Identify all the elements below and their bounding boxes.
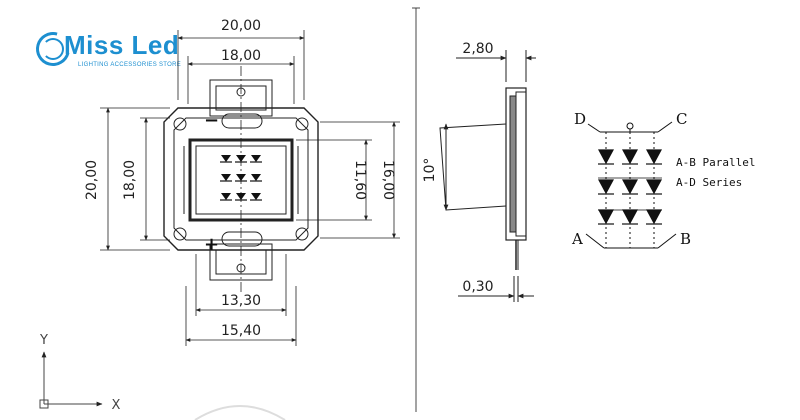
dim-base: 0,30	[462, 279, 493, 295]
diode-symbol	[645, 209, 663, 225]
corner-hole-tl	[173, 117, 187, 131]
package-inner-edge	[173, 117, 309, 241]
electrode-slot-bottom	[221, 231, 263, 247]
dim-thickness: 2,80	[462, 41, 493, 57]
led-chip	[221, 193, 231, 200]
led-chip	[236, 155, 246, 162]
side-substrate	[509, 95, 517, 233]
front-view	[163, 66, 319, 294]
axis-y-label: Y	[39, 333, 48, 348]
diode-symbol	[597, 209, 615, 225]
led-chip	[251, 155, 261, 162]
side-view	[439, 50, 536, 302]
note-parallel: A-B Parallel	[676, 156, 755, 169]
dim-window-height: 11,60	[352, 160, 368, 200]
emission-angle-outline	[439, 123, 507, 211]
bottom-pad-outline	[209, 243, 273, 281]
dim-inner-width: 18,00	[221, 48, 261, 64]
axis-x-label: X	[112, 398, 121, 413]
brand-logo: Miss Led LIGHTING ACCESSORIES STORE	[29, 25, 186, 80]
led-chip	[251, 193, 261, 200]
logo-tagline: LIGHTING ACCESSORIES STORE	[78, 62, 182, 68]
package-body	[163, 107, 319, 251]
diode-symbol	[621, 179, 639, 195]
logo-inner-ring-icon	[42, 38, 64, 60]
axis-origin	[39, 399, 49, 409]
led-chip	[221, 174, 231, 181]
circuit-label-d: D	[574, 110, 586, 128]
dim-window-width: 13,30	[221, 293, 261, 309]
diode-symbol	[597, 179, 615, 195]
minus-sign: −	[204, 110, 219, 131]
led-chip	[236, 174, 246, 181]
electrode-slot-top	[221, 113, 263, 129]
diode-symbol	[621, 209, 639, 225]
axis-indicator	[39, 351, 103, 409]
led-chip-array	[220, 155, 262, 201]
watermark-arc	[194, 405, 286, 420]
diode-symbol	[645, 149, 663, 165]
emission-angle: 10°	[422, 158, 438, 183]
led-chip	[221, 155, 231, 162]
dim-pad-height: 16,00	[380, 160, 396, 200]
corner-hole-bl	[173, 227, 187, 241]
led-chip	[236, 193, 246, 200]
circuit-label-b: B	[680, 230, 691, 248]
diode-symbol	[621, 149, 639, 165]
dim-outer-height: 20,00	[84, 160, 100, 200]
diode-symbol	[597, 149, 615, 165]
dim-pad-width: 15,40	[221, 323, 261, 339]
circuit-label-c: C	[676, 110, 687, 128]
circuit-label-a: A	[571, 230, 583, 248]
side-lens-layer	[515, 91, 527, 237]
plus-sign: +	[204, 234, 219, 255]
corner-hole-br	[295, 227, 309, 241]
corner-hole-tr	[295, 117, 309, 131]
circuit-node-top	[626, 122, 634, 130]
front-dimensions	[100, 30, 400, 346]
dim-inner-height: 18,00	[122, 160, 138, 200]
dim-outer-width: 20,00	[221, 18, 261, 34]
logo-brand-name: Miss Led	[64, 30, 180, 60]
diode-symbol	[645, 179, 663, 195]
note-series: A-D Series	[676, 176, 742, 189]
view-separator	[412, 7, 420, 412]
led-chip	[251, 174, 261, 181]
diode-array	[597, 149, 663, 225]
